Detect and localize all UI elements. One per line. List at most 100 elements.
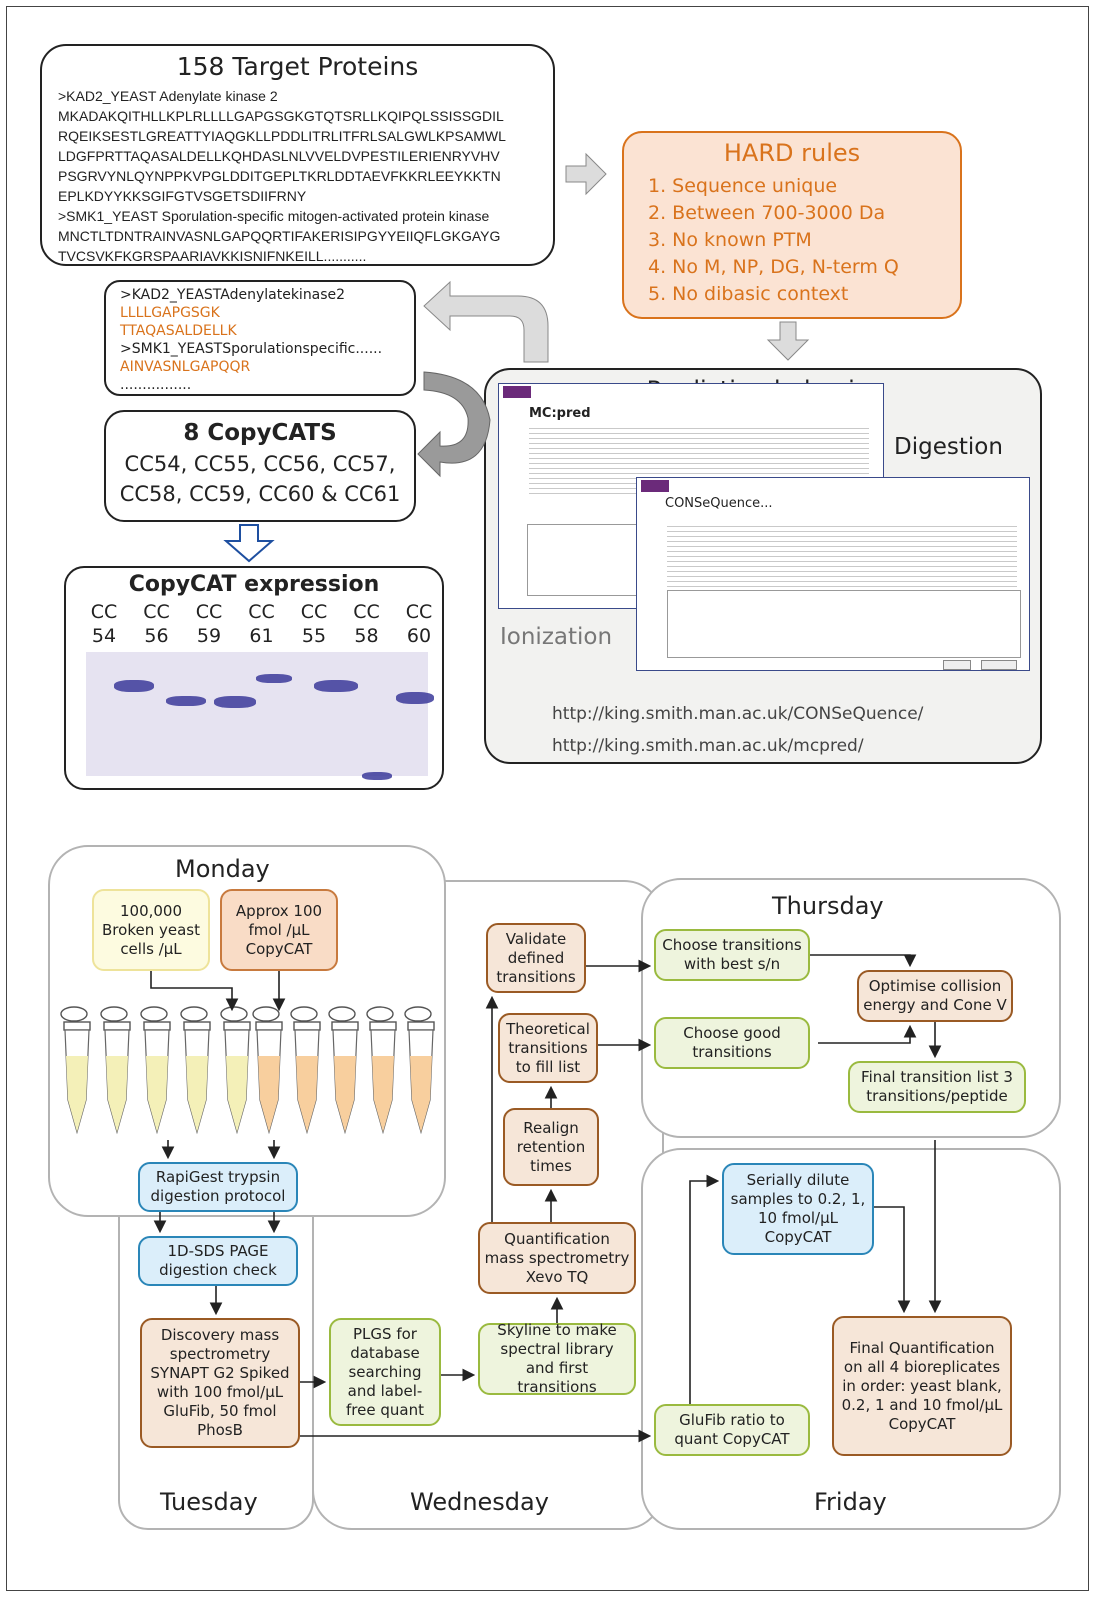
tube-icon	[100, 1006, 131, 1135]
final-quant-box: Final Quantification on all 4 bioreplica…	[832, 1316, 1012, 1456]
lane-label-number: 56	[144, 625, 169, 647]
copycats-title: 8 CopyCATS	[183, 420, 337, 446]
lane-label-prefix: CC	[353, 601, 380, 623]
sequence-line: >SMK1_YEAST Sporulation-specific mitogen…	[58, 208, 490, 224]
rapigest-box: RapiGest trypsin digestion protocol	[138, 1162, 298, 1212]
gel-band	[362, 772, 392, 780]
mcpred-title: MC:pred	[529, 406, 591, 421]
eppendorf-tube	[58, 1004, 96, 1136]
lane-label-number: 55	[301, 625, 327, 647]
sequence-line: MNCTLTDNTRAINVASNLGAPQQRTIFAKERISIPGYYEI…	[58, 228, 501, 244]
eppendorf-tube	[364, 1004, 402, 1136]
protein-header: >KAD2_YEASTAdenylatekinase2	[120, 287, 346, 303]
protein-header: ................	[120, 377, 192, 393]
gel-band	[214, 696, 256, 708]
arrow-to-peptides	[423, 280, 549, 363]
copycat-expression-title: CopyCAT expression	[128, 572, 380, 597]
consequence-title: CONSeQuence...	[665, 496, 773, 511]
lane-label-prefix: CC	[143, 601, 170, 623]
peptide-sequence: LLLLGAPGSGK	[120, 305, 220, 321]
peptide-sequence: TTAQASALDELLK	[120, 323, 237, 339]
tube-icon	[140, 1006, 171, 1135]
hard-rule-item: 2. Between 700-3000 Da	[648, 202, 886, 224]
arrow-to-predicting	[766, 321, 810, 361]
wednesday-title: Wednesday	[410, 1488, 549, 1516]
tuesday-title: Tuesday	[160, 1488, 258, 1516]
arrow-to-copycats	[417, 371, 491, 478]
lane-label-number: 58	[354, 625, 379, 647]
final-transition-list-box: Final transition list 3 transitions/pept…	[848, 1061, 1026, 1113]
gel-band	[114, 680, 154, 692]
digestion-label: Digestion	[894, 434, 1003, 460]
sequence-line: PSGRVYNLQYNPPKVPGLDDITGEPLTKRLDDTAEVFKKR…	[58, 168, 501, 184]
reset-button[interactable]	[943, 660, 971, 670]
arrow-to-hard-rules	[565, 152, 607, 196]
eppendorf-tube	[288, 1004, 326, 1136]
consequence-logo	[641, 480, 669, 492]
url-mcpred[interactable]: http://king.smith.man.ac.uk/mcpred/	[552, 736, 864, 756]
ionization-label: Ionization	[500, 624, 613, 650]
skyline-box: Skyline to make spectral library and fir…	[478, 1321, 636, 1396]
glufib-ratio-box: GluFib ratio to quant CopyCAT	[654, 1404, 810, 1456]
copycats-line-2: CC58, CC59, CC60 & CC61	[119, 482, 401, 506]
lane-label-prefix: CC	[248, 601, 275, 623]
hard-rules-list: 1. Sequence unique 2. Between 700-3000 Da…	[648, 173, 899, 308]
target-proteins-box: 158 Target Proteins >KAD2_YEAST Adenylat…	[40, 44, 555, 266]
good-transitions-box: Choose good transitions	[654, 1017, 810, 1069]
eppendorf-tube	[326, 1004, 364, 1136]
monday-title: Monday	[175, 855, 270, 883]
sequence-line: >KAD2_YEAST Adenylate kinase 2	[58, 88, 278, 104]
hard-rule-item: 1. Sequence unique	[648, 175, 838, 197]
protein-header: >SMK1_YEASTSporulationspecific......	[120, 341, 383, 357]
arrow-to-expression	[223, 524, 275, 563]
thursday-title: Thursday	[772, 892, 884, 920]
lane-label-number: 59	[196, 625, 222, 647]
sequence-line: MKADAKQITHLLKPLRLLLLGAPGSGKGTQTSRLLKQIPQ…	[58, 108, 504, 124]
eppendorf-tube	[250, 1004, 288, 1136]
consequence-screenshot: CONSeQuence...	[636, 477, 1030, 671]
eppendorf-tube	[178, 1004, 216, 1136]
eppendorf-tube	[218, 1004, 256, 1136]
submit-button[interactable]	[981, 660, 1017, 670]
tube-icon	[252, 1006, 283, 1135]
discovery-ms-box: Discovery mass spectrometry SYNAPT G2 Sp…	[140, 1318, 300, 1448]
consequence-input-area	[667, 590, 1021, 658]
tube-icon	[220, 1006, 251, 1135]
copycats-box: 8 CopyCATS CC54, CC55, CC56, CC57, CC58,…	[104, 410, 416, 522]
lane-label-prefix: CC	[405, 601, 433, 623]
url-consequence[interactable]: http://king.smith.man.ac.uk/CONSeQuence/	[552, 704, 924, 724]
tube-icon	[328, 1006, 359, 1135]
tube-icon	[404, 1006, 435, 1135]
eppendorf-tube	[98, 1004, 136, 1136]
sequence-line: TVCSVKFKGRSPAARIAVKKISNIFNKEILL.........…	[58, 248, 367, 264]
eppendorf-tube	[402, 1004, 440, 1136]
gel-band	[166, 696, 206, 706]
gel-band	[396, 692, 434, 704]
sequence-line: EPLKDYYKKSGIFGTVSGETSDIIFRNY	[58, 188, 307, 204]
hard-rule-item: 3. No known PTM	[648, 229, 812, 251]
target-proteins-title: 158 Target Proteins	[176, 52, 419, 81]
sds-gel-image	[86, 652, 434, 780]
tube-icon	[60, 1006, 91, 1135]
best-sn-box: Choose transitions with best s/n	[654, 929, 810, 981]
sds-page-box: 1D-SDS PAGE digestion check	[138, 1236, 298, 1286]
sequence-line: RQEIKSESTLGREATTYIAQGKLLPDDLITRLITFRLSAL…	[58, 128, 506, 144]
mcpred-logo	[503, 386, 531, 398]
sequence-line: LDGFPRTTAQASALDELLKQHDASLNLVVELDVPESTILE…	[58, 148, 500, 164]
validate-box: Validate defined transitions	[486, 923, 586, 993]
consequence-text-lines	[667, 522, 1017, 588]
tube-illustration	[50, 1004, 440, 1140]
tube-icon	[180, 1006, 211, 1135]
copycats-line-1: CC54, CC55, CC56, CC57,	[124, 452, 396, 476]
figure-frame	[6, 6, 1089, 1591]
